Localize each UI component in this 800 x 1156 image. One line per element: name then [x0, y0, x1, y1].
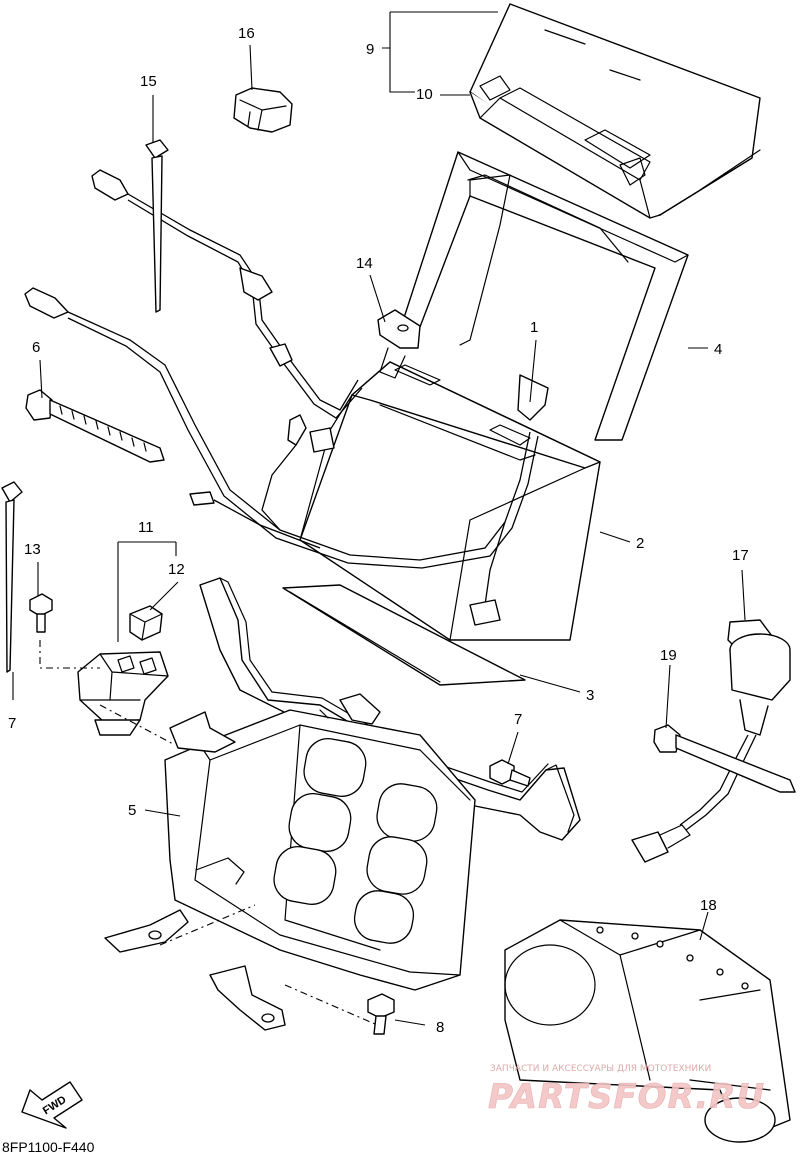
battery [299, 361, 601, 641]
callout-4: 4 [714, 341, 722, 358]
battery-pad [282, 584, 526, 686]
protector [504, 919, 791, 1143]
callout-9: 9 [366, 41, 374, 58]
callout-14: 14 [356, 255, 373, 272]
battery-band [399, 151, 689, 441]
callout-12: 12 [168, 561, 185, 578]
cable-band [25, 389, 165, 463]
callout-3: 3 [586, 687, 594, 704]
socket-cable-band [653, 724, 796, 793]
watermark-tagline: ЗАПЧАСТИ И АКСЕССУАРЫ ДЛЯ МОТОТЕХНИКИ [490, 1064, 711, 1074]
callout-10: 10 [416, 86, 433, 103]
callout-6: 6 [32, 339, 40, 356]
battery-cables [24, 169, 549, 626]
callout-labels: 1 2 3 4 5 6 7 7 8 9 10 11 12 13 14 15 16… [8, 25, 749, 1036]
callout-17: 17 [732, 547, 749, 564]
drawing-code: 8FP1100-F440 [2, 1139, 95, 1155]
watermark-logo: PARTSFOR.RU [488, 1077, 765, 1117]
callout-16: 16 [238, 25, 255, 42]
leader-lines [12, 11, 746, 1026]
relay-assembly [77, 651, 169, 736]
fwd-arrow-icon: FWD [21, 1081, 83, 1129]
callout-13: 13 [24, 541, 41, 558]
callout-18: 18 [700, 897, 717, 914]
callout-1: 1 [530, 319, 538, 336]
cable-holder [233, 87, 293, 133]
callout-2: 2 [636, 535, 644, 552]
fuse [129, 605, 163, 641]
terminal-cover [377, 309, 421, 379]
callout-11: 11 [138, 519, 154, 536]
callout-15: 15 [140, 73, 157, 90]
callout-5: 5 [128, 802, 136, 819]
callout-19: 19 [660, 647, 677, 664]
accessory-socket [631, 619, 791, 863]
cable-tie [145, 139, 169, 313]
callout-7-left: 7 [8, 715, 16, 732]
battery-cover [469, 3, 761, 219]
battery-box [104, 577, 581, 1031]
callout-7-right: 7 [514, 711, 522, 728]
bolt [29, 593, 53, 633]
long-cable-tie [1, 481, 23, 673]
bolt-lower [367, 993, 395, 1035]
callout-8: 8 [436, 1019, 444, 1036]
bolt-right [489, 759, 531, 787]
watermark: ЗАПЧАСТИ И АКСЕССУАРЫ ДЛЯ МОТОТЕХНИКИ PA… [488, 1064, 765, 1117]
